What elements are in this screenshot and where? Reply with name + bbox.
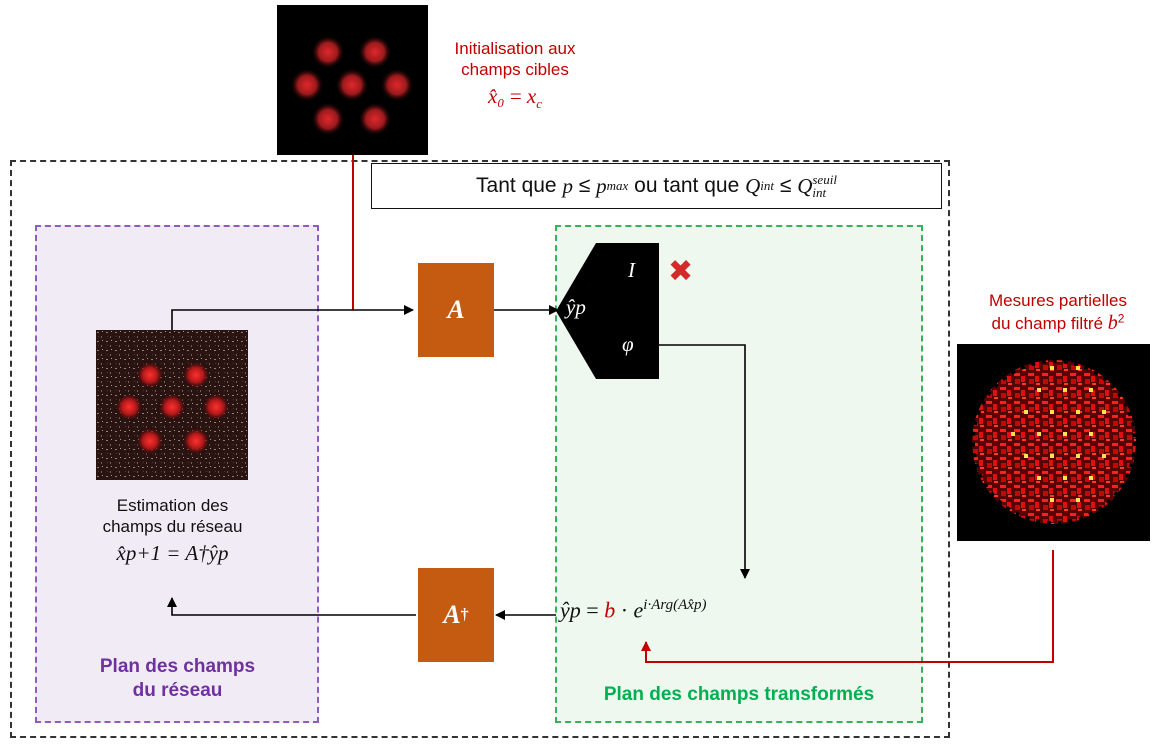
estimation-formula: x̂p+1 = A†ŷp — [116, 540, 229, 565]
network-plane-line1: Plan des champs — [99, 656, 256, 677]
loop-qs-sub: int — [812, 185, 827, 200]
init-formula: x̂₀ = xc — [420, 83, 610, 112]
loop-q-sub: int — [760, 178, 774, 193]
update-dot: · — [615, 597, 634, 623]
splitter-phase-label: φ — [622, 332, 634, 356]
measures-b-sup: 2 — [1117, 311, 1125, 326]
network-plane-line2: du réseau — [132, 679, 223, 701]
transform-plane-label: Plan des champs transformés — [603, 684, 875, 705]
measures-line2: du champ filtré — [991, 314, 1108, 334]
measurement-points — [1011, 366, 1106, 502]
estimation-label: Estimation des champs du réseau x̂p+1 = … — [60, 495, 285, 566]
splitter-input-label: ŷp — [566, 295, 586, 319]
backward-operator-sup: † — [460, 606, 469, 623]
iteration-loop-frame — [10, 160, 950, 738]
init-formula-rhs-sub: c — [536, 95, 543, 111]
loop-q: Q — [745, 173, 761, 198]
init-formula-eq: = — [509, 83, 522, 108]
estimated-network-field-image — [96, 330, 248, 480]
measures-label: Mesures partielles du champ filtré b2 — [964, 290, 1152, 336]
update-e: e — [633, 597, 644, 623]
estimation-line1: Estimation des — [116, 496, 229, 515]
loop-mid: ou tant que — [628, 174, 746, 197]
adagger-to-estimate-arrow — [167, 597, 416, 616]
amplitude-phase-splitter — [556, 243, 659, 379]
update-formula: ŷp = b · ei·Arg(Ax̂p) — [560, 597, 706, 623]
loop-le1: ≤ — [572, 174, 597, 197]
update-b: b — [604, 597, 616, 623]
update-eq: = — [580, 597, 605, 623]
forward-operator-label: A — [447, 295, 465, 324]
filtered-field-measurement-image — [957, 344, 1150, 541]
loop-pmax: p — [596, 173, 607, 198]
loop-le2: ≤ — [774, 174, 798, 197]
estimation-line2: champs du réseau — [102, 517, 243, 537]
network-plane-zone — [35, 225, 319, 723]
init-formula-rhs: x — [526, 83, 537, 108]
backward-operator-label: A — [443, 600, 461, 629]
measures-line1: Mesures partielles — [989, 291, 1127, 310]
init-label-line1: Initialisation aux — [454, 39, 576, 58]
target-field-image — [277, 5, 428, 155]
loop-qs: Q — [797, 173, 813, 198]
loop-pmax-sub: max — [606, 178, 629, 193]
init-label-line2: champs cibles — [461, 60, 569, 80]
init-formula-lhs: x̂₀ — [487, 83, 505, 108]
loop-qs-sup: seuil — [812, 172, 837, 187]
init-label: Initialisation aux champs cibles x̂₀ = x… — [420, 38, 610, 112]
phase-to-update-arrow — [658, 344, 750, 579]
measures-to-b-arrow — [641, 550, 1054, 663]
forward-operator-box: A — [418, 263, 494, 357]
loop-prefix: Tant que — [476, 174, 563, 197]
update-lhs: ŷp — [560, 597, 581, 623]
estimate-to-a-arrow — [171, 305, 414, 330]
update-exp: i·Arg(Ax̂p) — [643, 597, 707, 613]
network-plane-label: Plan des champs du réseau — [40, 655, 315, 703]
loop-p: p — [562, 173, 573, 198]
backward-operator-box: A† — [418, 568, 494, 662]
discard-x-icon: ✖ — [668, 254, 694, 289]
splitter-intensity-label: I — [628, 258, 635, 282]
measures-b: b — [1107, 312, 1118, 335]
